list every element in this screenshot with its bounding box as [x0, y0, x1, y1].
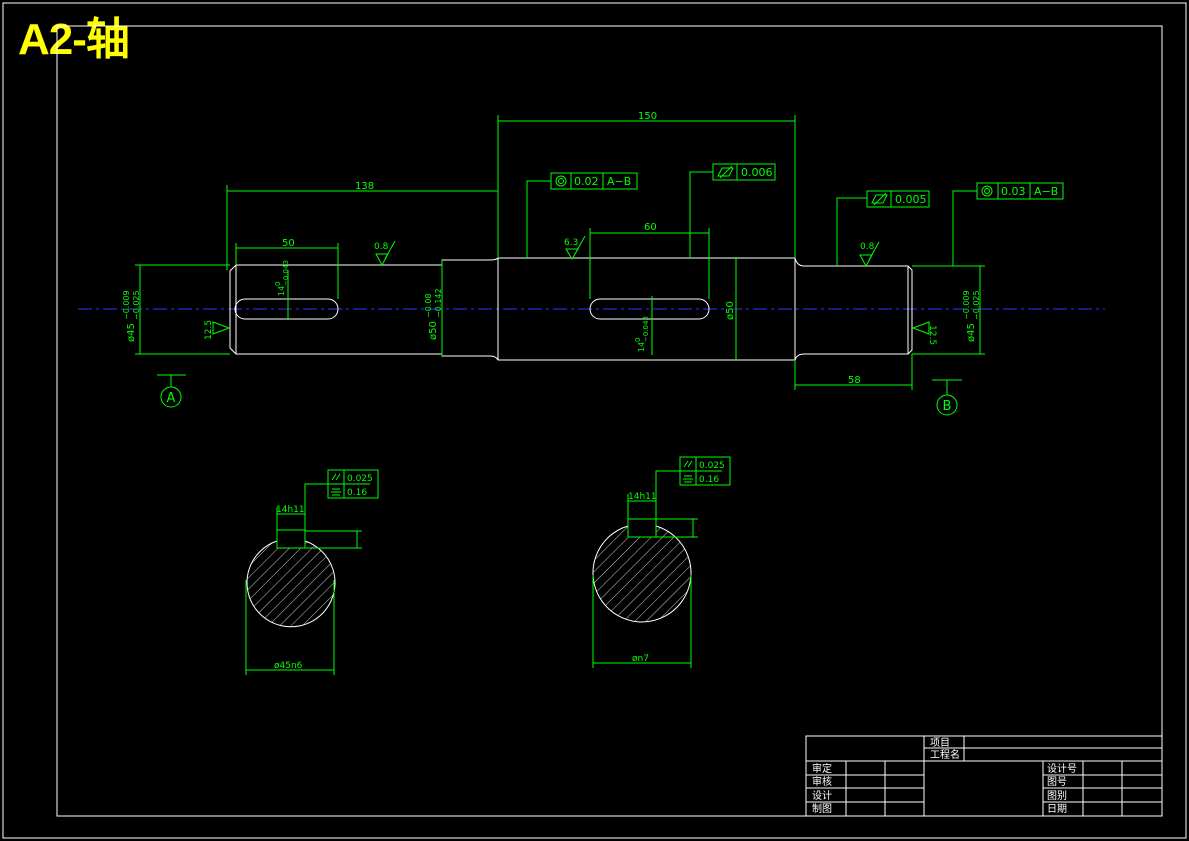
- tb-date: 日期: [1047, 803, 1067, 815]
- tol-concentric-1-datum: A−B: [607, 175, 631, 188]
- datum-a-label: A: [167, 391, 176, 406]
- section-left: 14h11 0.025 0.16 ø45n6: [245, 469, 379, 675]
- tol-concentric-1-value: 0.02: [574, 175, 599, 188]
- tb-project-name: 工程名: [930, 748, 960, 761]
- dim-dia-mid: ø50: [428, 321, 439, 340]
- dim-50: 50: [282, 238, 295, 249]
- dim-dia-left-tol-upper: −0.009: [122, 290, 131, 320]
- keyway-left: [234, 298, 339, 320]
- roughness-left-top-symbol: [375, 240, 396, 267]
- section-right-diameter: øn7: [632, 654, 649, 664]
- keyway-mid: [589, 298, 710, 320]
- dim-dia-mid-tol-upper: −0.08: [424, 293, 433, 318]
- shaft-outline: [229, 257, 913, 361]
- drawing-title: A2-轴: [18, 15, 130, 64]
- datum-a-circle: [160, 386, 182, 408]
- section-left-parallel: 0.025: [347, 474, 373, 484]
- section-right-key-width: 14h11: [628, 492, 657, 502]
- roughness-right-end-symbol: [911, 321, 930, 335]
- tol-concentric-2-value: 0.03: [1001, 185, 1026, 198]
- dim-key-mid-tol-upper: 0: [634, 338, 642, 342]
- tb-drawing-type: 图别: [1047, 790, 1067, 802]
- dim-138: 138: [355, 181, 374, 192]
- roughness-left-end: 12.5: [204, 320, 214, 340]
- section-right-parallel: 0.025: [699, 461, 725, 471]
- section-right: 14h11 0.025 0.16 øn7: [592, 456, 731, 668]
- dim-key-left-tol-upper: 0: [274, 282, 282, 286]
- section-right-symmetry: 0.16: [699, 475, 719, 485]
- dim-dia-mid-tol-lower: −0.142: [434, 288, 443, 318]
- dim-dia-left-tol-lower: −0.025: [132, 290, 141, 320]
- dim-dia-right-tol-upper: −0.009: [962, 290, 971, 320]
- tb-check: 审核: [812, 775, 832, 788]
- roughness-mid-top-symbol: [565, 235, 586, 260]
- tol-runout-1-value: 0.006: [741, 166, 773, 179]
- dim-dia-right-tol-lower: −0.025: [972, 290, 981, 320]
- tb-draw: 制图: [812, 802, 832, 815]
- dim-key-mid-tol-lower: −0.043: [642, 316, 650, 342]
- tb-project: 项目: [930, 737, 950, 749]
- tb-drawing-no: 图号: [1047, 776, 1067, 788]
- dim-dia-left: ø45: [126, 323, 137, 342]
- tb-review: 审定: [812, 762, 832, 775]
- roughness-left-top: 0.8: [374, 242, 389, 252]
- roughness-left-end-symbol: [212, 321, 231, 335]
- tb-design-no: 设计号: [1047, 762, 1077, 775]
- roughness-right-top: 0.8: [860, 242, 875, 252]
- datum-b-label: B: [943, 399, 952, 414]
- dim-dia-right: ø45: [966, 323, 977, 342]
- dim-dia-center: ø50: [725, 301, 736, 320]
- dim-58: 58: [848, 375, 861, 386]
- roughness-right-end: 12.5: [927, 325, 937, 345]
- dim-key-mid: 14: [637, 342, 646, 352]
- roughness-right-top-symbol: [859, 241, 880, 268]
- tol-runout-2-value: 0.005: [895, 193, 927, 206]
- tb-design: 设计: [812, 789, 832, 802]
- roughness-mid-top: 6.3: [564, 238, 578, 248]
- section-left-key-width: 14h11: [276, 505, 305, 515]
- dim-key-left: 14: [277, 286, 286, 296]
- dim-60: 60: [644, 222, 657, 233]
- tol-frame-runout-2: [866, 190, 930, 208]
- dimension-lines: [135, 115, 985, 390]
- inner-border: [56, 25, 1163, 817]
- title-block: [805, 735, 1163, 817]
- section-left-diameter: ø45n6: [274, 661, 303, 671]
- datum-b-circle: [936, 394, 958, 416]
- tol-concentric-2-datum: A−B: [1034, 185, 1058, 198]
- section-left-symmetry: 0.16: [347, 488, 367, 498]
- dim-key-left-tol-lower: −0.043: [282, 260, 290, 286]
- dim-150: 150: [638, 111, 657, 122]
